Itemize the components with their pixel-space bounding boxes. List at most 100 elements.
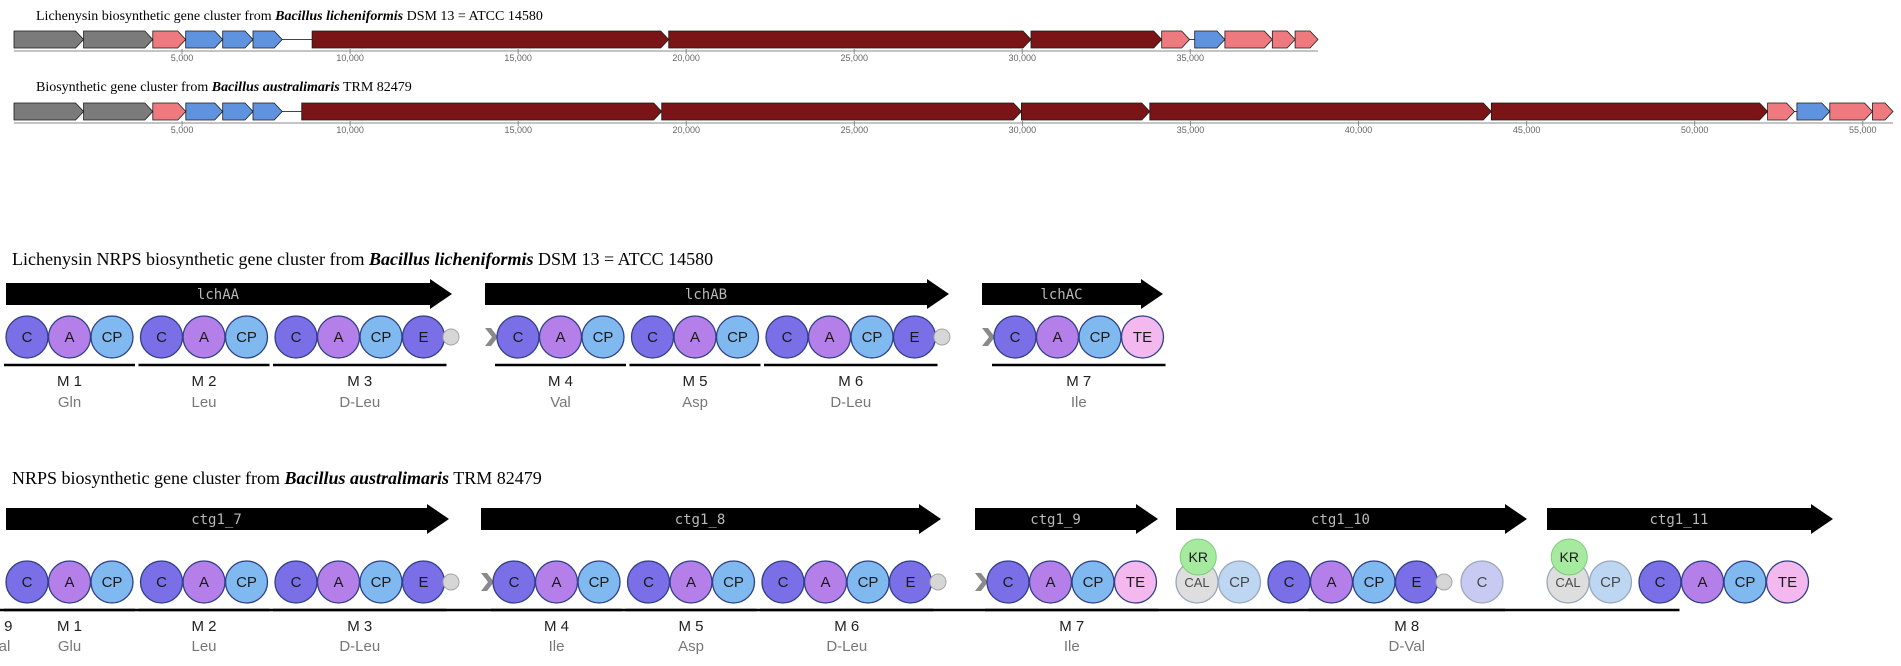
ruler-tick-label: 5,000 bbox=[171, 53, 194, 63]
domain-label: CP bbox=[1083, 574, 1104, 591]
docking-domain bbox=[933, 328, 951, 346]
domain-label: A bbox=[1326, 574, 1336, 591]
gene-map-1: Lichenysin biosynthetic gene cluster fro… bbox=[13, 9, 1319, 63]
module-substrate: D-Leu bbox=[826, 638, 867, 655]
domain-label: CP bbox=[727, 329, 748, 346]
domain-label: C bbox=[1284, 574, 1295, 591]
domain-label: CP bbox=[102, 329, 123, 346]
domain-circle bbox=[577, 560, 621, 604]
domain-label: TE bbox=[1778, 574, 1797, 591]
domain-label: E bbox=[418, 329, 428, 346]
module-label: M 2 bbox=[191, 618, 216, 635]
module-substrate: Ile bbox=[1071, 394, 1087, 411]
domain-label: A bbox=[551, 574, 561, 591]
module-label: M 1 bbox=[57, 373, 82, 390]
gene-name: ctg1_7 bbox=[191, 512, 242, 528]
section-title: NRPS biosynthetic gene cluster from Baci… bbox=[12, 468, 542, 488]
ruler-tick-label: 15,000 bbox=[504, 53, 532, 63]
domain-label: E bbox=[418, 574, 428, 591]
domain-circle bbox=[1588, 560, 1633, 604]
nrps-section-1: Lichenysin NRPS biosynthetic gene cluste… bbox=[4, 249, 1166, 411]
gene-arrow bbox=[1030, 30, 1163, 49]
domain-label: C bbox=[1477, 574, 1488, 591]
gene-arrow bbox=[152, 102, 187, 121]
gene-arrow bbox=[301, 102, 663, 121]
domain-label: A bbox=[686, 574, 696, 591]
ruler-tick-label: 30,000 bbox=[1008, 53, 1036, 63]
gene-name: ctg1_10 bbox=[1311, 512, 1370, 528]
docking-domain bbox=[1435, 573, 1453, 591]
domain-label: C bbox=[22, 574, 33, 591]
species-name: Bacillus licheniformis bbox=[368, 249, 534, 269]
module-label: M 3 bbox=[347, 373, 372, 390]
docking-chevron bbox=[485, 328, 498, 346]
ruler-tick-label: 10,000 bbox=[336, 53, 364, 63]
gene-arrow bbox=[1829, 102, 1874, 121]
gene-arrow bbox=[1796, 102, 1831, 121]
docking-chevron bbox=[975, 573, 988, 591]
gene-arrow-bar bbox=[1547, 504, 1833, 534]
nrps-gene: ctg1_11CALKRCPCACPTEM 9Val bbox=[0, 504, 1833, 655]
domain-circle bbox=[581, 315, 625, 359]
module-substrate: Ile bbox=[549, 638, 565, 655]
module-label: M 4 bbox=[548, 373, 573, 390]
domain-label: C bbox=[1655, 574, 1666, 591]
gene-arrow bbox=[222, 30, 254, 49]
module-label: M 7 bbox=[1066, 373, 1091, 390]
domain-label: CP bbox=[1735, 574, 1756, 591]
title-text: Biosynthetic gene cluster from bbox=[36, 80, 212, 95]
domain-label: A bbox=[333, 329, 343, 346]
domain-circle bbox=[224, 560, 269, 604]
domain-circle bbox=[1765, 560, 1810, 604]
module-substrate: Glu bbox=[58, 638, 81, 655]
domain-label: CP bbox=[236, 574, 257, 591]
docking-domain bbox=[442, 573, 460, 591]
domain-label: CP bbox=[236, 329, 257, 346]
domain-label: C bbox=[509, 574, 520, 591]
nrps-section-2: NRPS biosynthetic gene cluster from Baci… bbox=[0, 468, 1833, 655]
module-substrate: Asp bbox=[682, 394, 708, 411]
ruler-tick-label: 25,000 bbox=[840, 53, 868, 63]
module-substrate: D-Leu bbox=[339, 638, 380, 655]
module-label: M 2 bbox=[191, 373, 216, 390]
domain-label: A bbox=[1045, 574, 1055, 591]
domain-label: CP bbox=[593, 329, 614, 346]
domain-circle bbox=[90, 315, 134, 359]
gene-name: lchAB bbox=[685, 287, 727, 303]
gene-arrow bbox=[13, 30, 85, 49]
domain-label: A bbox=[555, 329, 565, 346]
title-text: TRM 82479 bbox=[449, 468, 542, 488]
gene-arrow-bar bbox=[485, 279, 949, 309]
gene-arrow bbox=[185, 102, 224, 121]
domain-label: C bbox=[778, 574, 789, 591]
gene-arrow bbox=[661, 102, 1022, 121]
domain-label: CP bbox=[1364, 574, 1385, 591]
gene-arrow bbox=[1161, 30, 1191, 49]
module-substrate: D-Val bbox=[1389, 638, 1425, 655]
title-text: DSM 13 = ATCC 14580 bbox=[403, 9, 543, 24]
gene-arrow-bar bbox=[481, 504, 941, 534]
docking-domain bbox=[442, 328, 460, 346]
module-substrate: Val bbox=[0, 638, 10, 655]
species-name: Bacillus australimaris bbox=[211, 80, 341, 95]
gene-arrow bbox=[1149, 102, 1492, 121]
domain-label: CAL bbox=[1184, 575, 1209, 590]
module-label: M 5 bbox=[682, 373, 707, 390]
module-label: M 1 bbox=[57, 618, 82, 635]
gene-name: ctg1_8 bbox=[675, 512, 726, 528]
gene-arrow bbox=[1021, 102, 1151, 121]
gene-arrow bbox=[668, 30, 1032, 49]
ruler-tick-label: 55,000 bbox=[1849, 125, 1877, 135]
kr-domain-label: KR bbox=[1560, 549, 1579, 565]
domain-circle bbox=[90, 560, 134, 604]
gene-arrow bbox=[1490, 102, 1769, 121]
gene-name: lchAC bbox=[1040, 287, 1082, 303]
docking-domain bbox=[929, 573, 947, 591]
domain-label: C bbox=[643, 574, 654, 591]
domain-label: C bbox=[1003, 574, 1014, 591]
domain-label: E bbox=[905, 574, 915, 591]
title-text: Lichenysin biosynthetic gene cluster fro… bbox=[36, 9, 275, 24]
